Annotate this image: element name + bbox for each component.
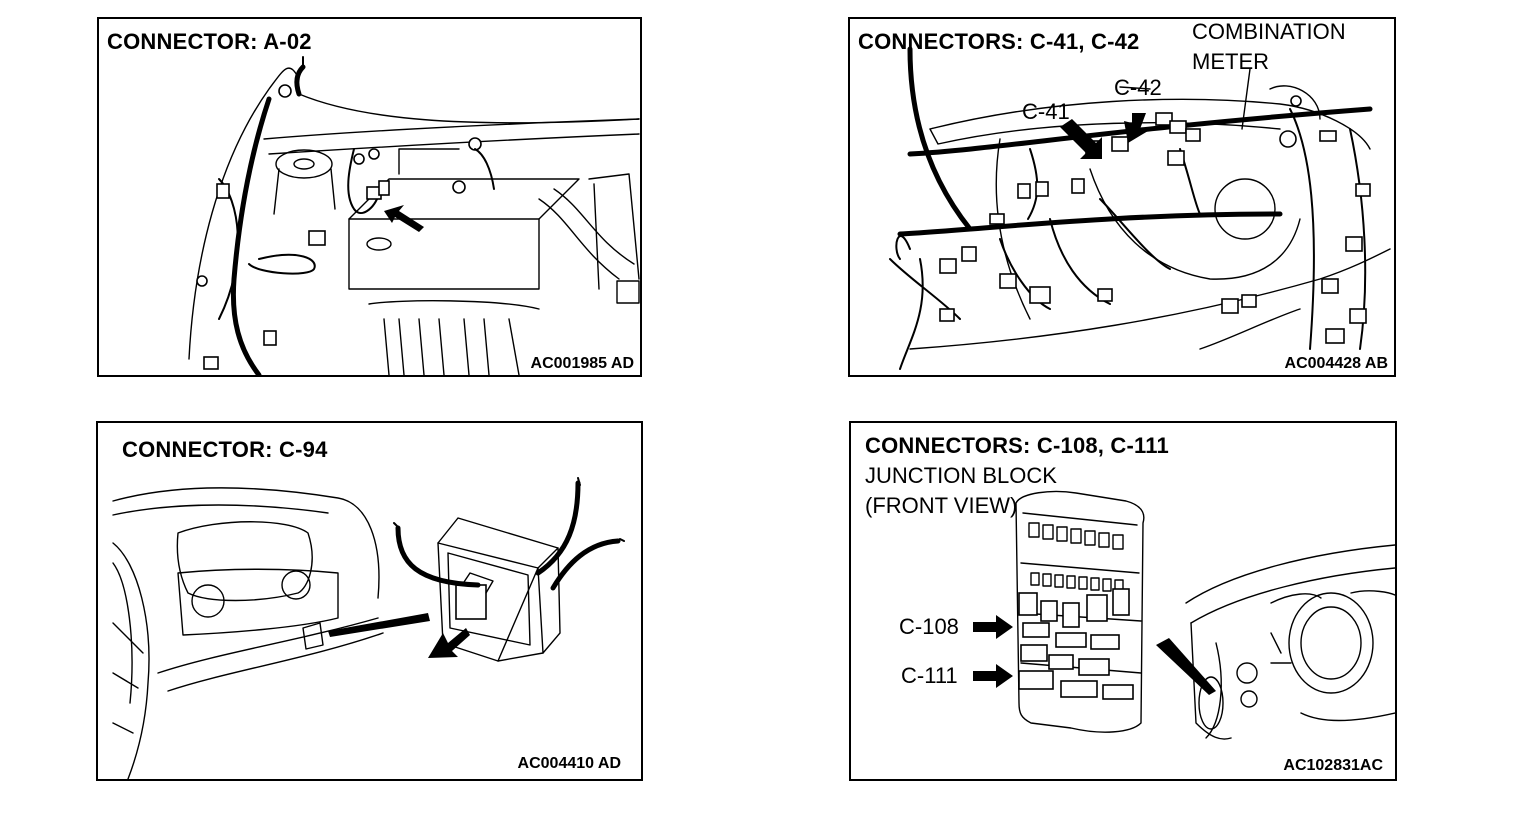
panel-connector-c94: CONNECTOR: C-94 AC004410 AD xyxy=(96,421,643,781)
illustration-code: AC001985 AD xyxy=(530,355,634,372)
combination-meter-label-line1: COMBINATION xyxy=(1192,19,1346,44)
junction-block-label: JUNCTION BLOCK xyxy=(865,463,1057,488)
panel-connectors-c108-c111: CONNECTORS: C-108, C-111 JUNCTION BLOCK … xyxy=(849,421,1397,781)
panel-title: CONNECTORS: C-108, C-111 xyxy=(865,433,1169,458)
engine-bay-illustration xyxy=(188,56,640,375)
c41-label: C-41 xyxy=(1022,99,1070,124)
panel-connectors-c41-c42: CONNECTORS: C-41, C-42 COMBINATION METER… xyxy=(848,17,1396,377)
panel-connector-a02: CONNECTOR: A-02 AC001985 AD xyxy=(97,17,642,377)
instrument-panel-harness-illustration xyxy=(889,46,1391,370)
combination-meter-label-line2: METER xyxy=(1192,49,1269,74)
c111-label: C-111 xyxy=(901,663,958,688)
c42-label: C-42 xyxy=(1114,75,1162,100)
front-view-label: (FRONT VIEW) xyxy=(865,493,1018,518)
illustration-code: AC004428 AB xyxy=(1284,355,1388,372)
panel-title: CONNECTOR: C-94 xyxy=(122,437,328,462)
panel-title: CONNECTORS: C-41, C-42 xyxy=(858,29,1140,54)
panel-title: CONNECTOR: A-02 xyxy=(107,29,312,54)
illustration-code: AC102831AC xyxy=(1283,757,1383,774)
junction-block-illustration xyxy=(973,490,1395,740)
c108-label: C-108 xyxy=(899,614,959,639)
dashboard-connector-illustration xyxy=(112,477,625,779)
illustration-code: AC004410 AD xyxy=(517,755,621,772)
